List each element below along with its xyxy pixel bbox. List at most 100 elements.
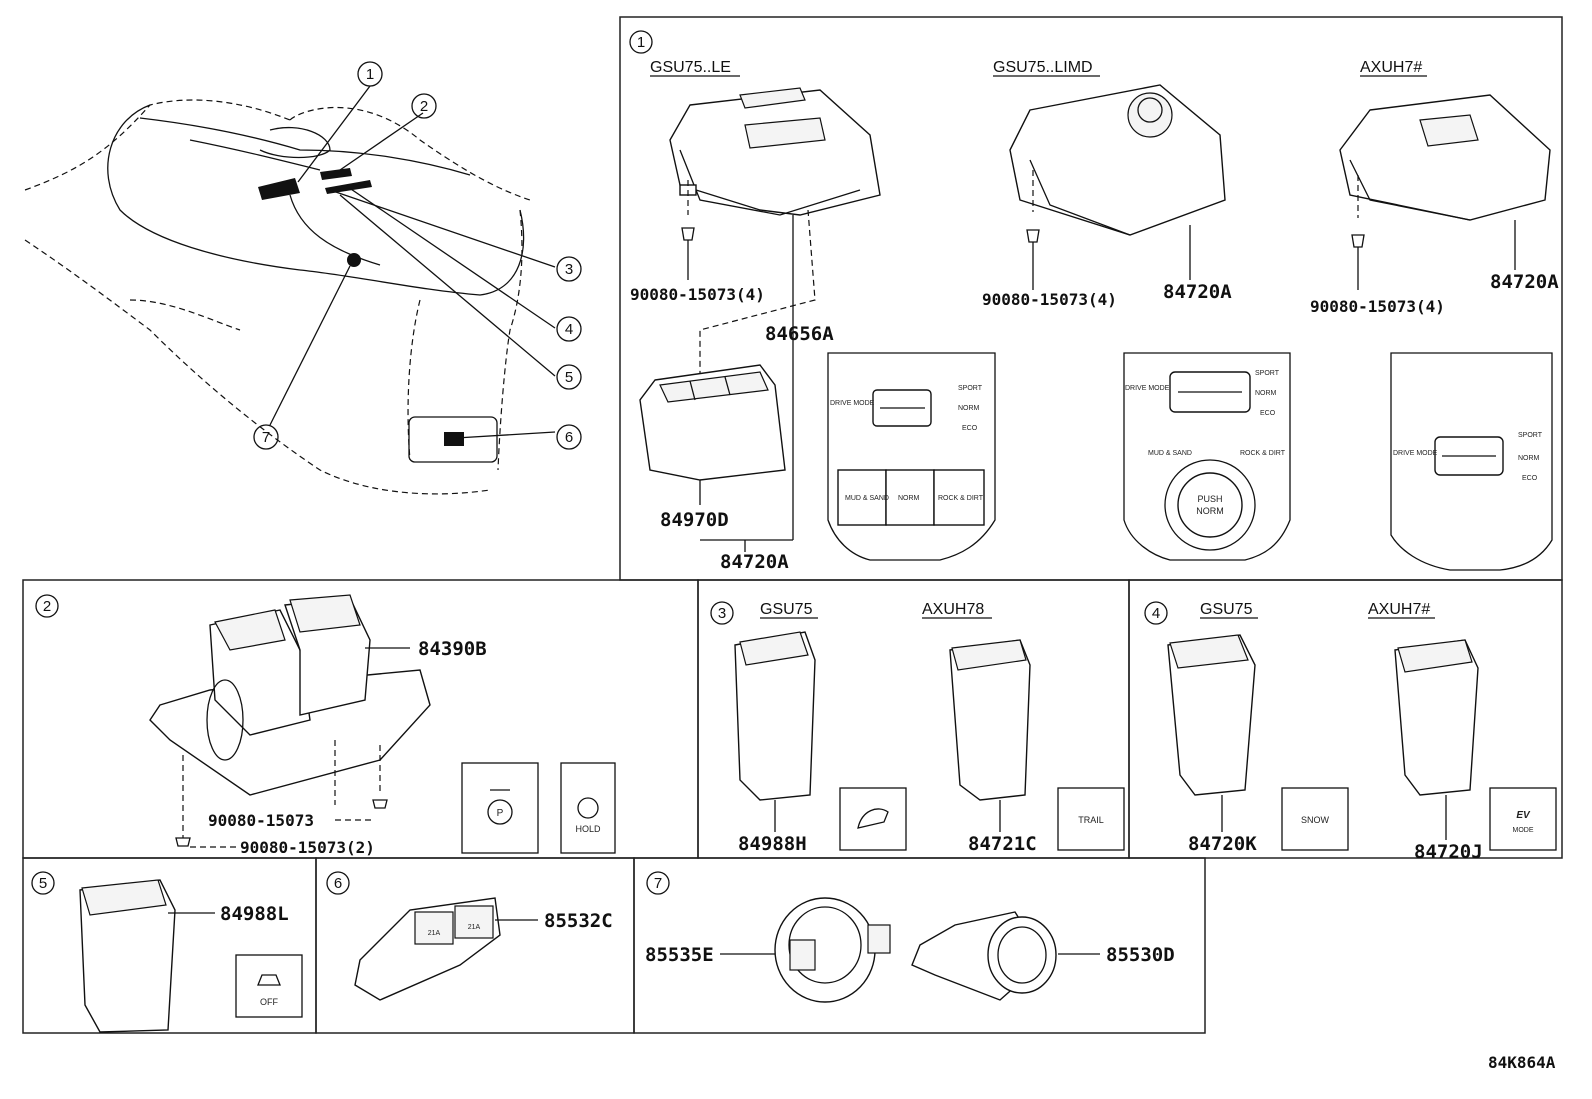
- model-label: AXUH7#: [1360, 59, 1422, 76]
- shifter-unit-axuh7[interactable]: [1339, 94, 1551, 221]
- switch-84988h[interactable]: [734, 631, 816, 832]
- screw-icon[interactable]: [1026, 170, 1040, 290]
- switch-84720j[interactable]: [1394, 639, 1479, 840]
- section-5: 5 84988L OFF: [31, 871, 303, 1033]
- part-number[interactable]: 84988H: [738, 833, 807, 855]
- rock-dirt-button[interactable]: [933, 469, 985, 526]
- panel-label: ROCK & DIRT: [1240, 450, 1286, 457]
- part-number[interactable]: 85535E: [645, 944, 714, 966]
- callout-label: 6: [565, 429, 573, 446]
- screw-icon[interactable]: [175, 837, 191, 847]
- callout-5[interactable]: 5: [556, 364, 582, 390]
- part-number[interactable]: 84988L: [220, 903, 289, 925]
- callout-4[interactable]: 4: [556, 316, 582, 342]
- vsc-off-icon-box: [235, 954, 303, 1018]
- trail-icon-box: [1057, 787, 1125, 851]
- hold-label: HOLD: [575, 824, 601, 834]
- section-1: 1 GSU75..LE GSU75..LIMD AXUH7#: [629, 30, 1559, 573]
- ev-label: EV: [1516, 810, 1531, 821]
- section-2: 2 84390B 90080-15073 90080-15073(2) P HO…: [35, 594, 616, 857]
- screw-icon[interactable]: [372, 799, 388, 809]
- part-number[interactable]: 90080-15073: [208, 811, 314, 830]
- part-number[interactable]: 84970D: [660, 509, 729, 531]
- part-number[interactable]: 84720A: [720, 551, 789, 573]
- ev-mode-label: MODE: [1513, 827, 1534, 834]
- section-7: 7 85535E 85530D: [645, 871, 1175, 1003]
- callout-label: 2: [420, 98, 428, 115]
- part-number[interactable]: 84720A: [1490, 271, 1559, 293]
- callout-6[interactable]: 6: [556, 424, 582, 450]
- callout-2[interactable]: 2: [411, 93, 437, 119]
- section-number: 5: [39, 875, 47, 892]
- part-number[interactable]: 85532C: [544, 910, 613, 932]
- part-number[interactable]: 84720A: [1163, 281, 1232, 303]
- part-number[interactable]: 90080-15073(2): [240, 838, 375, 857]
- callout-label: 5: [565, 369, 573, 386]
- ev-icon-box: [1489, 787, 1557, 851]
- panel-label: ECO: [1260, 410, 1276, 417]
- hill-descent-icon: [857, 808, 889, 829]
- dial-label: PUSH: [1197, 494, 1222, 504]
- section-6: 6 21A 21A 85532C: [326, 871, 613, 1001]
- brake-hold-icon: [577, 797, 599, 819]
- part-number[interactable]: 90080-15073(4): [630, 285, 765, 304]
- part-number[interactable]: 85530D: [1106, 944, 1175, 966]
- callout-7[interactable]: 7: [253, 424, 279, 450]
- panel-label: MUD & SAND: [1148, 450, 1192, 457]
- section-number: 3: [718, 605, 726, 622]
- callout-1[interactable]: 1: [357, 61, 383, 87]
- panel-label: NORM: [958, 405, 980, 412]
- part-number[interactable]: 84720K: [1188, 833, 1257, 855]
- part-number[interactable]: 84656A: [765, 323, 834, 345]
- model-label: AXUH78: [922, 601, 984, 618]
- part-number[interactable]: 84390B: [418, 638, 487, 660]
- snow-label: SNOW: [1301, 815, 1330, 825]
- panel-label: NORM: [1255, 390, 1277, 397]
- part-number[interactable]: 90080-15073(4): [1310, 297, 1445, 316]
- parking-brake-icon-box: [461, 762, 539, 854]
- panel-label: DRIVE MODE: [1125, 385, 1170, 392]
- usb-socket-85532c[interactable]: 21A 21A: [354, 897, 501, 1001]
- socket-holder-85535e[interactable]: [774, 897, 891, 1003]
- section-number: 1: [637, 34, 645, 51]
- panel-label: DRIVE MODE: [1393, 450, 1438, 457]
- snow-icon-box: [1281, 787, 1349, 851]
- panel-label: DRIVE MODE: [830, 400, 875, 407]
- hold-icon-box: [560, 762, 616, 854]
- drive-mode-panel-gsu75-le: DRIVE MODE SPORT NORM ECO MUD & SAND NOR…: [827, 352, 996, 561]
- shifter-unit-gsu75-limd[interactable]: [1009, 84, 1226, 236]
- panel-label: ECO: [1522, 475, 1538, 482]
- parking-p-icon: [487, 799, 513, 825]
- section-borders: [22, 16, 1563, 1034]
- mud-sand-button[interactable]: [837, 469, 887, 526]
- model-label: GSU75: [760, 601, 813, 618]
- callout-label: 3: [565, 261, 573, 278]
- model-label: AXUH7#: [1368, 601, 1430, 618]
- shifter-unit-gsu75-le[interactable]: [669, 87, 881, 216]
- norm-button[interactable]: [885, 469, 935, 526]
- vsc-icon: [257, 974, 281, 986]
- push-norm-dial[interactable]: [1177, 472, 1243, 538]
- off-label: OFF: [260, 997, 278, 1007]
- amp-label: 21A: [428, 930, 441, 937]
- diagram-code: 84K864A: [1488, 1053, 1556, 1072]
- model-label: GSU75..LIMD: [993, 59, 1093, 76]
- model-label: GSU75: [1200, 601, 1253, 618]
- callout-label: 1: [366, 66, 374, 83]
- parking-brake-switch[interactable]: [149, 594, 431, 796]
- part-number[interactable]: 90080-15073(4): [982, 290, 1117, 309]
- power-outlet-85530d[interactable]: [911, 911, 1057, 1001]
- drive-mode-switch[interactable]: [639, 364, 786, 505]
- screw-icon[interactable]: [681, 180, 695, 280]
- switch-84721c[interactable]: [949, 639, 1031, 832]
- part-number[interactable]: 84721C: [968, 833, 1037, 855]
- trail-label: TRAIL: [1078, 815, 1104, 825]
- callout-3[interactable]: 3: [556, 256, 582, 282]
- panel-label: SPORT: [1255, 370, 1280, 377]
- section-3: 3 GSU75 AXUH78 84988H 84721C TRAIL: [710, 601, 1125, 855]
- section-number: 6: [334, 875, 342, 892]
- switch-84720k[interactable]: [1167, 634, 1256, 832]
- screw-icon[interactable]: [1351, 175, 1365, 290]
- switch-84988l[interactable]: [79, 879, 176, 1033]
- part-number[interactable]: 84720J: [1414, 841, 1483, 863]
